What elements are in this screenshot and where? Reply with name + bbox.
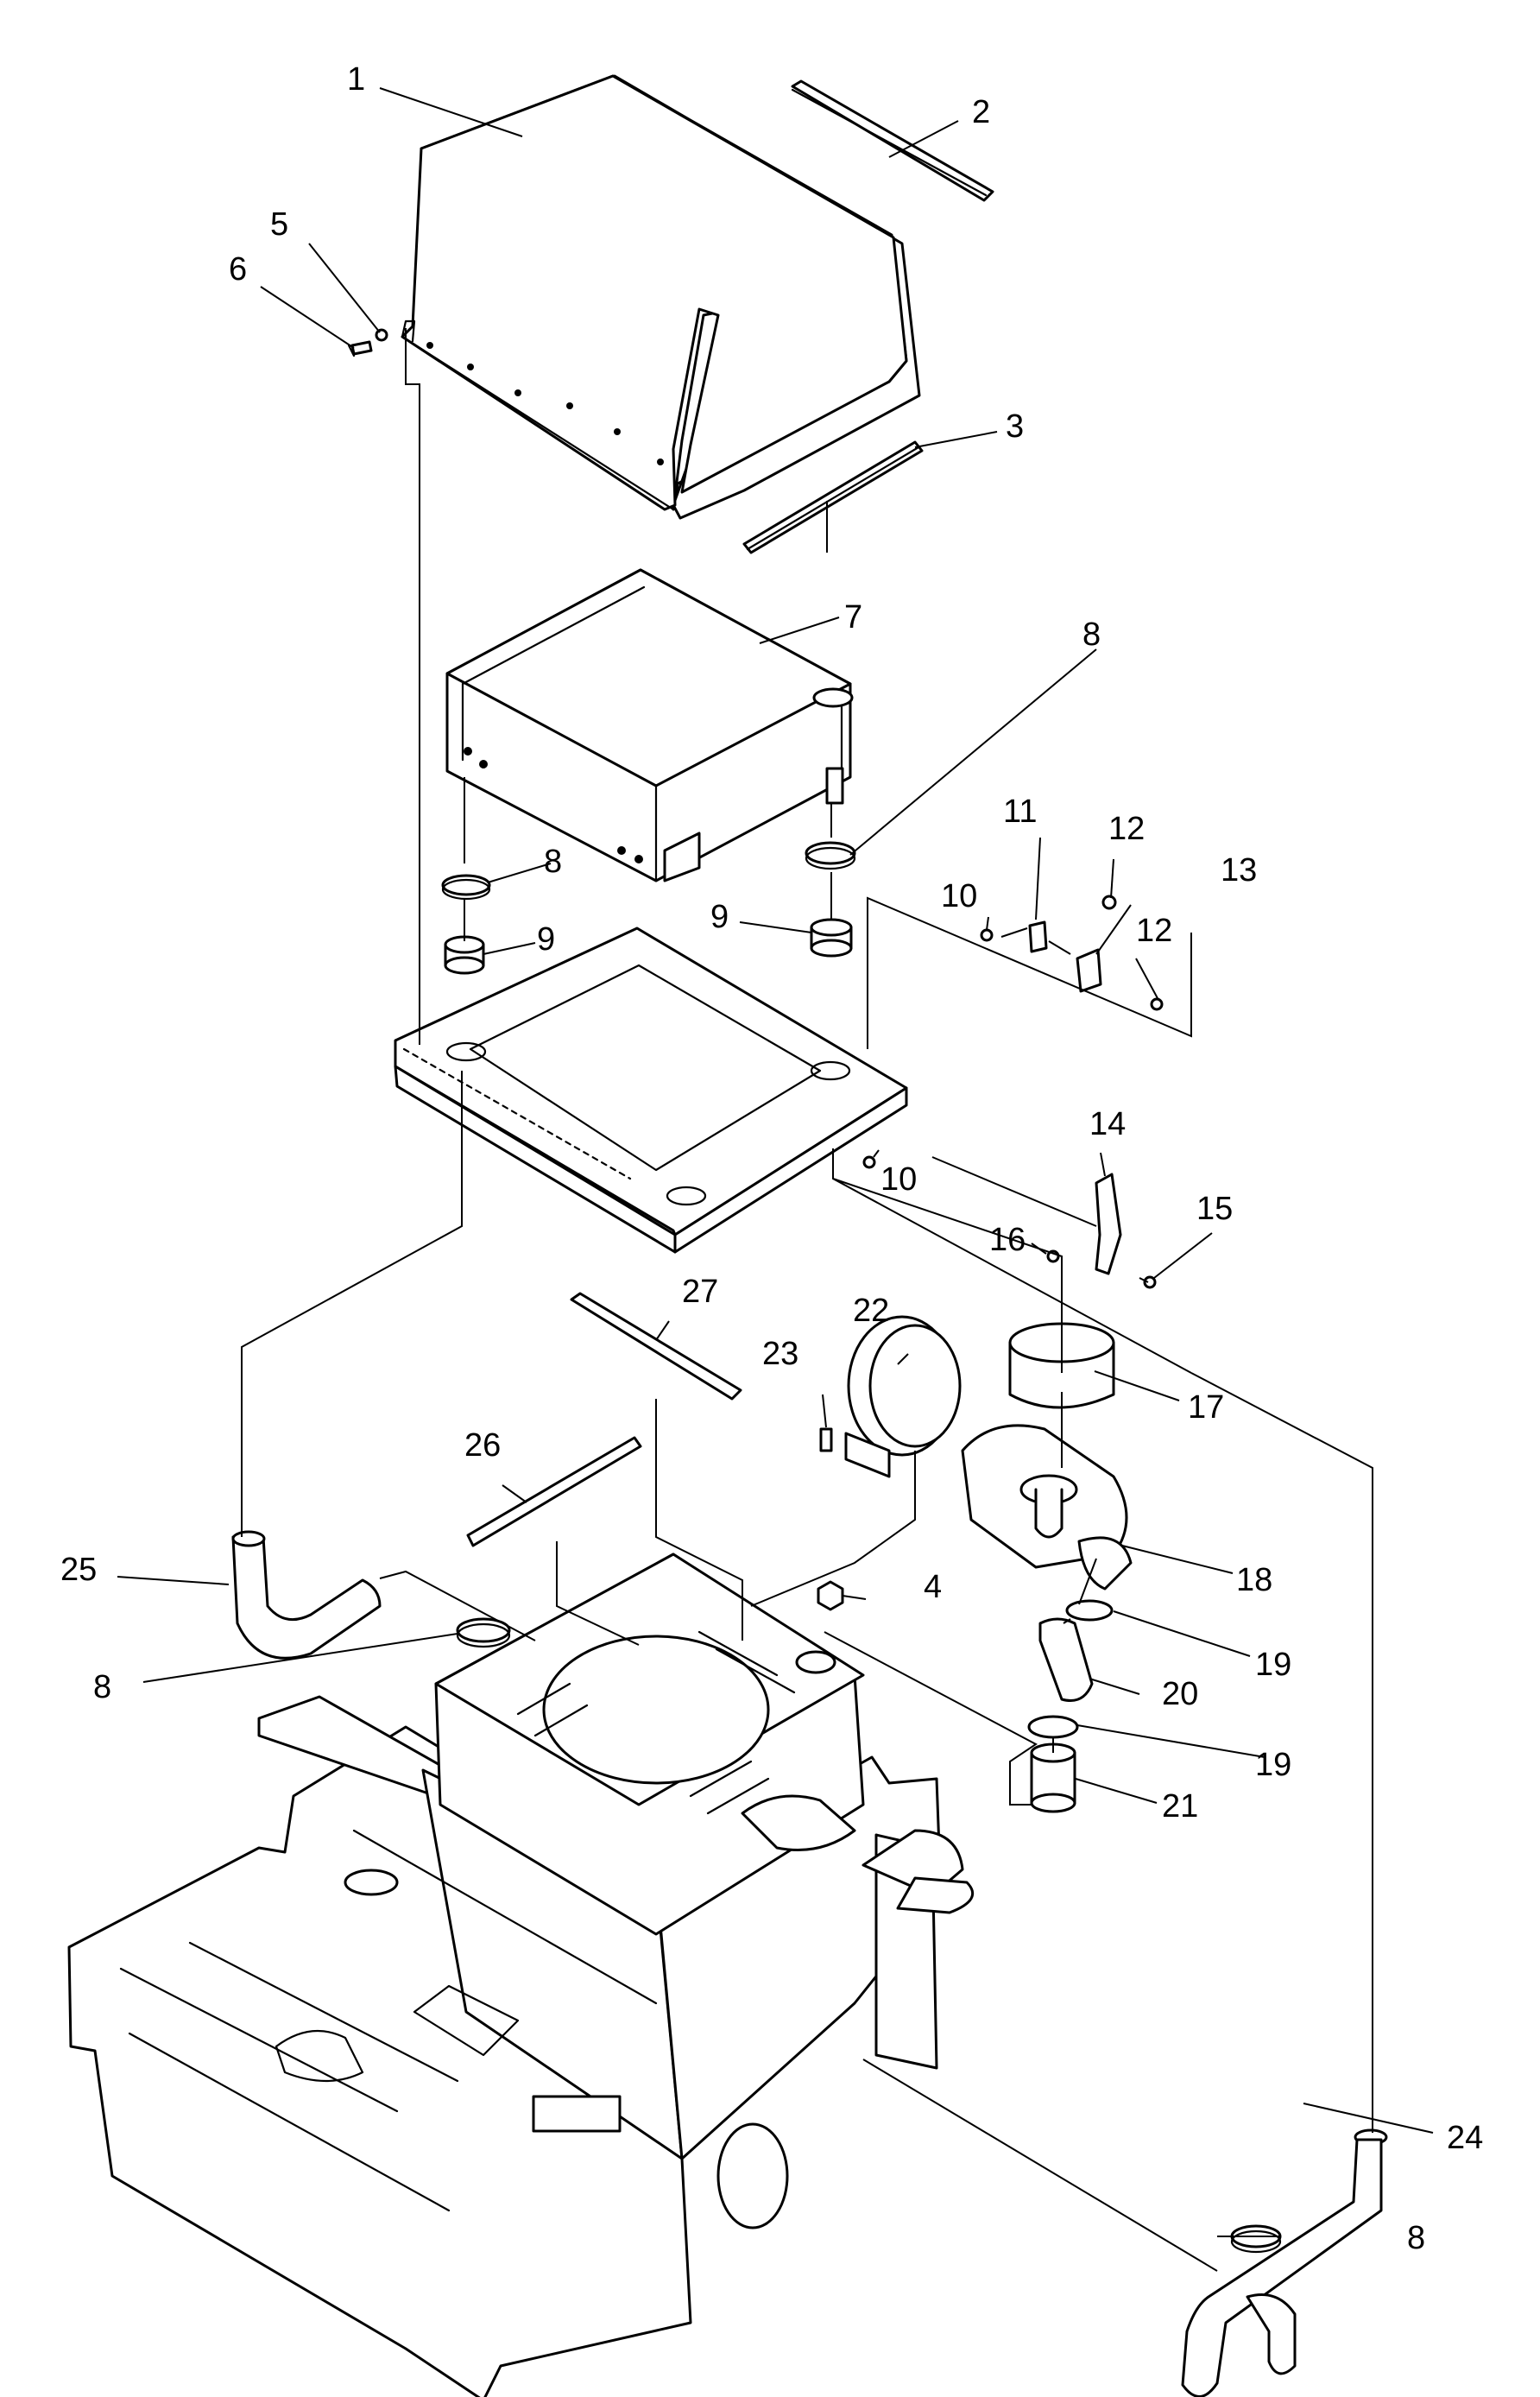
part-19-clamp-top <box>1065 1599 1114 1622</box>
callout-19-bottom: 19 <box>1255 1747 1291 1783</box>
radiator-shroud-tray <box>394 927 908 1254</box>
callout-10-lower: 10 <box>880 1161 917 1198</box>
callout-17: 17 <box>1188 1389 1224 1426</box>
part-8-clamp-left <box>441 874 491 901</box>
engine-fan-housing <box>434 1553 975 1936</box>
callout-11: 11 <box>1003 794 1037 830</box>
callout-13: 13 <box>1221 852 1257 889</box>
callout-6: 6 <box>229 251 247 288</box>
part-9-grommet-right <box>810 918 853 958</box>
callout-8-lower-hose: 8 <box>1407 2220 1425 2256</box>
callout-12-bottom: 12 <box>1136 913 1172 949</box>
callout-1: 1 <box>347 61 365 98</box>
part-9-grommet-left <box>444 935 485 975</box>
callout-4: 4 <box>924 1569 942 1605</box>
part-7-radiator <box>445 568 854 882</box>
callout-8-radiator-inlet: 8 <box>544 844 562 880</box>
part-8-clamp-mid <box>456 1617 511 1648</box>
callout-18: 18 <box>1236 1562 1272 1598</box>
part-23-bolt <box>819 1427 833 1452</box>
callout-8-upper-hose: 8 <box>93 1669 111 1705</box>
callout-21: 21 <box>1162 1788 1198 1825</box>
part-10-nut-lower <box>862 1155 876 1169</box>
part-3-seal-strip <box>742 440 924 554</box>
part-21-hose <box>1030 1742 1076 1813</box>
part-24-lower-hose <box>1181 2128 1388 2397</box>
callout-22: 22 <box>853 1293 889 1329</box>
part-8-clamp-right <box>805 841 856 870</box>
part-12-screw-top <box>1101 895 1117 910</box>
part-15-screw <box>1143 1275 1157 1289</box>
part-22-mounting-band <box>844 1315 962 1478</box>
part-26-seal-strip <box>466 1436 642 1547</box>
part-13-bracket <box>1076 948 1102 993</box>
part-10-nut-upper <box>980 928 994 942</box>
part-27-seal-strip <box>570 1292 742 1401</box>
part-1-hood <box>401 74 921 520</box>
callout-27: 27 <box>682 1274 718 1310</box>
callout-2: 2 <box>972 94 990 130</box>
callout-19-top: 19 <box>1255 1647 1291 1683</box>
part-25-upper-hose <box>231 1530 382 1660</box>
callout-8-radiator-outlet: 8 <box>1082 617 1101 653</box>
callout-24: 24 <box>1447 2120 1483 2156</box>
callout-7: 7 <box>844 599 862 636</box>
callout-9-left: 9 <box>537 921 555 958</box>
callout-3: 3 <box>1006 408 1024 445</box>
callout-9-right: 9 <box>710 899 729 935</box>
callout-26: 26 <box>464 1427 501 1464</box>
part-14-latch <box>1095 1173 1122 1275</box>
callout-12-top: 12 <box>1108 811 1145 847</box>
part-19-clamp-bottom <box>1027 1715 1079 1739</box>
callout-25: 25 <box>60 1552 97 1588</box>
part-8-clamp-lower <box>1230 2224 1282 2254</box>
callout-15: 15 <box>1196 1191 1233 1227</box>
assembly-lines <box>241 328 1373 2272</box>
callout-23: 23 <box>762 1336 798 1372</box>
callout-16: 16 <box>989 1222 1026 1258</box>
callout-10-upper: 10 <box>941 878 977 914</box>
callout-14: 14 <box>1089 1106 1126 1142</box>
part-2-seal-strip <box>791 79 994 202</box>
part-20-elbow-hose <box>1038 1617 1094 1702</box>
callout-leaders <box>117 87 1434 2237</box>
part-18-air-cleaner <box>961 1424 1133 1591</box>
callout-labels: 1 2 3 4 5 6 7 8 8 8 8 9 9 10 10 11 12 12… <box>60 61 1483 2256</box>
part-4-nut <box>817 1580 844 1611</box>
part-11-latch-plate <box>1028 920 1048 953</box>
part-5-6-fasteners <box>347 328 388 357</box>
callout-5: 5 <box>270 206 288 243</box>
part-12-screw-bottom <box>1150 997 1164 1011</box>
callout-20: 20 <box>1162 1676 1198 1712</box>
